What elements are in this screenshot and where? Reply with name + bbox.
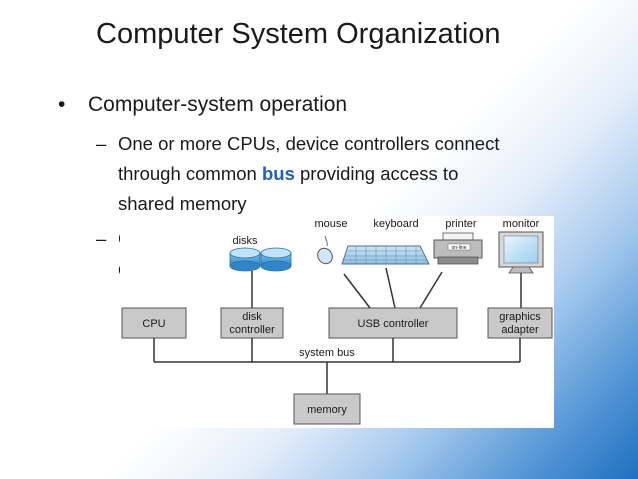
system-diagram-svg: disks mouse keyboard printer monitor [121, 218, 553, 425]
sub-bullet-line-2: through common bus providing access to [118, 163, 458, 185]
bullet-marker: • [58, 93, 66, 116]
sub-bullet-line-1: One or more CPUs, device controllers con… [118, 133, 500, 154]
disk-icon [229, 247, 261, 272]
usb-controller-box: USB controller [328, 307, 458, 339]
printer-label: printer [445, 218, 477, 230]
memory-box: memory [293, 393, 361, 425]
sub-bullet-line-2-start: through common [118, 163, 262, 184]
bus-keyword: bus [261, 163, 295, 184]
system-diagram: disks mouse keyboard printer monitor [120, 216, 554, 428]
sub-bullet-line-2-end: providing access to [294, 163, 459, 184]
disk-controller-label-2: controller [229, 324, 275, 336]
disk-controller-box: disk controller [220, 307, 284, 339]
cpu-box: CPU [121, 307, 187, 339]
printer-panel-label: on-line [451, 245, 466, 251]
cpu-label: CPU [142, 318, 165, 330]
slide-title: Computer System Organization [96, 18, 501, 50]
bullet-text: Computer-system operation [88, 93, 348, 116]
keyboard-icon [341, 245, 430, 265]
disk-icon [260, 247, 292, 272]
sub-bullet-line-3: shared memory [118, 193, 247, 214]
keyboard-label: keyboard [373, 218, 418, 230]
system-bus [153, 338, 521, 394]
monitor-label: monitor [503, 218, 540, 230]
disk-controller-label-1: disk [242, 311, 262, 323]
graphics-adapter-label-2: adapter [501, 324, 539, 336]
sub-bullet-dash: – [96, 133, 107, 154]
graphics-adapter-label-1: graphics [499, 311, 541, 323]
sub-bullet-dash-2: – [96, 228, 107, 249]
printer-icon: on-line [433, 232, 483, 265]
disks-label: disks [232, 235, 258, 247]
graphics-adapter-box: graphics adapter [487, 307, 553, 339]
device-connectors [251, 267, 522, 309]
mouse-icon [317, 235, 333, 265]
mouse-label: mouse [314, 218, 347, 230]
system-bus-label: system bus [299, 347, 355, 359]
memory-label: memory [307, 404, 347, 416]
monitor-icon [498, 231, 544, 274]
usb-controller-label: USB controller [358, 318, 429, 330]
